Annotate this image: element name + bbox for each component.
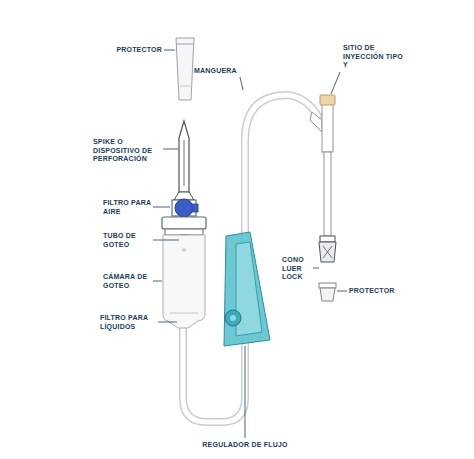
part-label: PROTECTOR <box>96 46 162 55</box>
drip-chamber <box>163 235 205 328</box>
part-label: CONO LUER LOCK <box>282 256 312 282</box>
part-label: TUBO DE GOTEO <box>103 232 151 249</box>
part-label: FILTRO PARA LÍQUIDOS <box>100 314 156 331</box>
spike <box>174 121 194 200</box>
part-label: MANGUERA <box>194 67 246 76</box>
part-label: REGULADOR DE FLUJO <box>165 441 325 450</box>
roller-clamp <box>224 232 270 346</box>
luer-protector <box>319 283 336 301</box>
air-filter <box>172 199 198 217</box>
leader-lines <box>153 50 347 438</box>
part-label: SITIO DE INYECCIÓN TIPO Y <box>343 44 403 70</box>
part-label: SPIKE O DISPOSITIVO DE PERFORACIÓN <box>93 138 161 164</box>
part-label: PROTECTOR <box>349 287 419 296</box>
part-label: FILTRO PARA AIRE <box>103 199 151 216</box>
luer-lock <box>319 236 336 262</box>
part-label: CÁMARA DE GOTEO <box>103 273 151 290</box>
spike-protector <box>176 38 194 100</box>
y-injection-site <box>310 95 335 236</box>
